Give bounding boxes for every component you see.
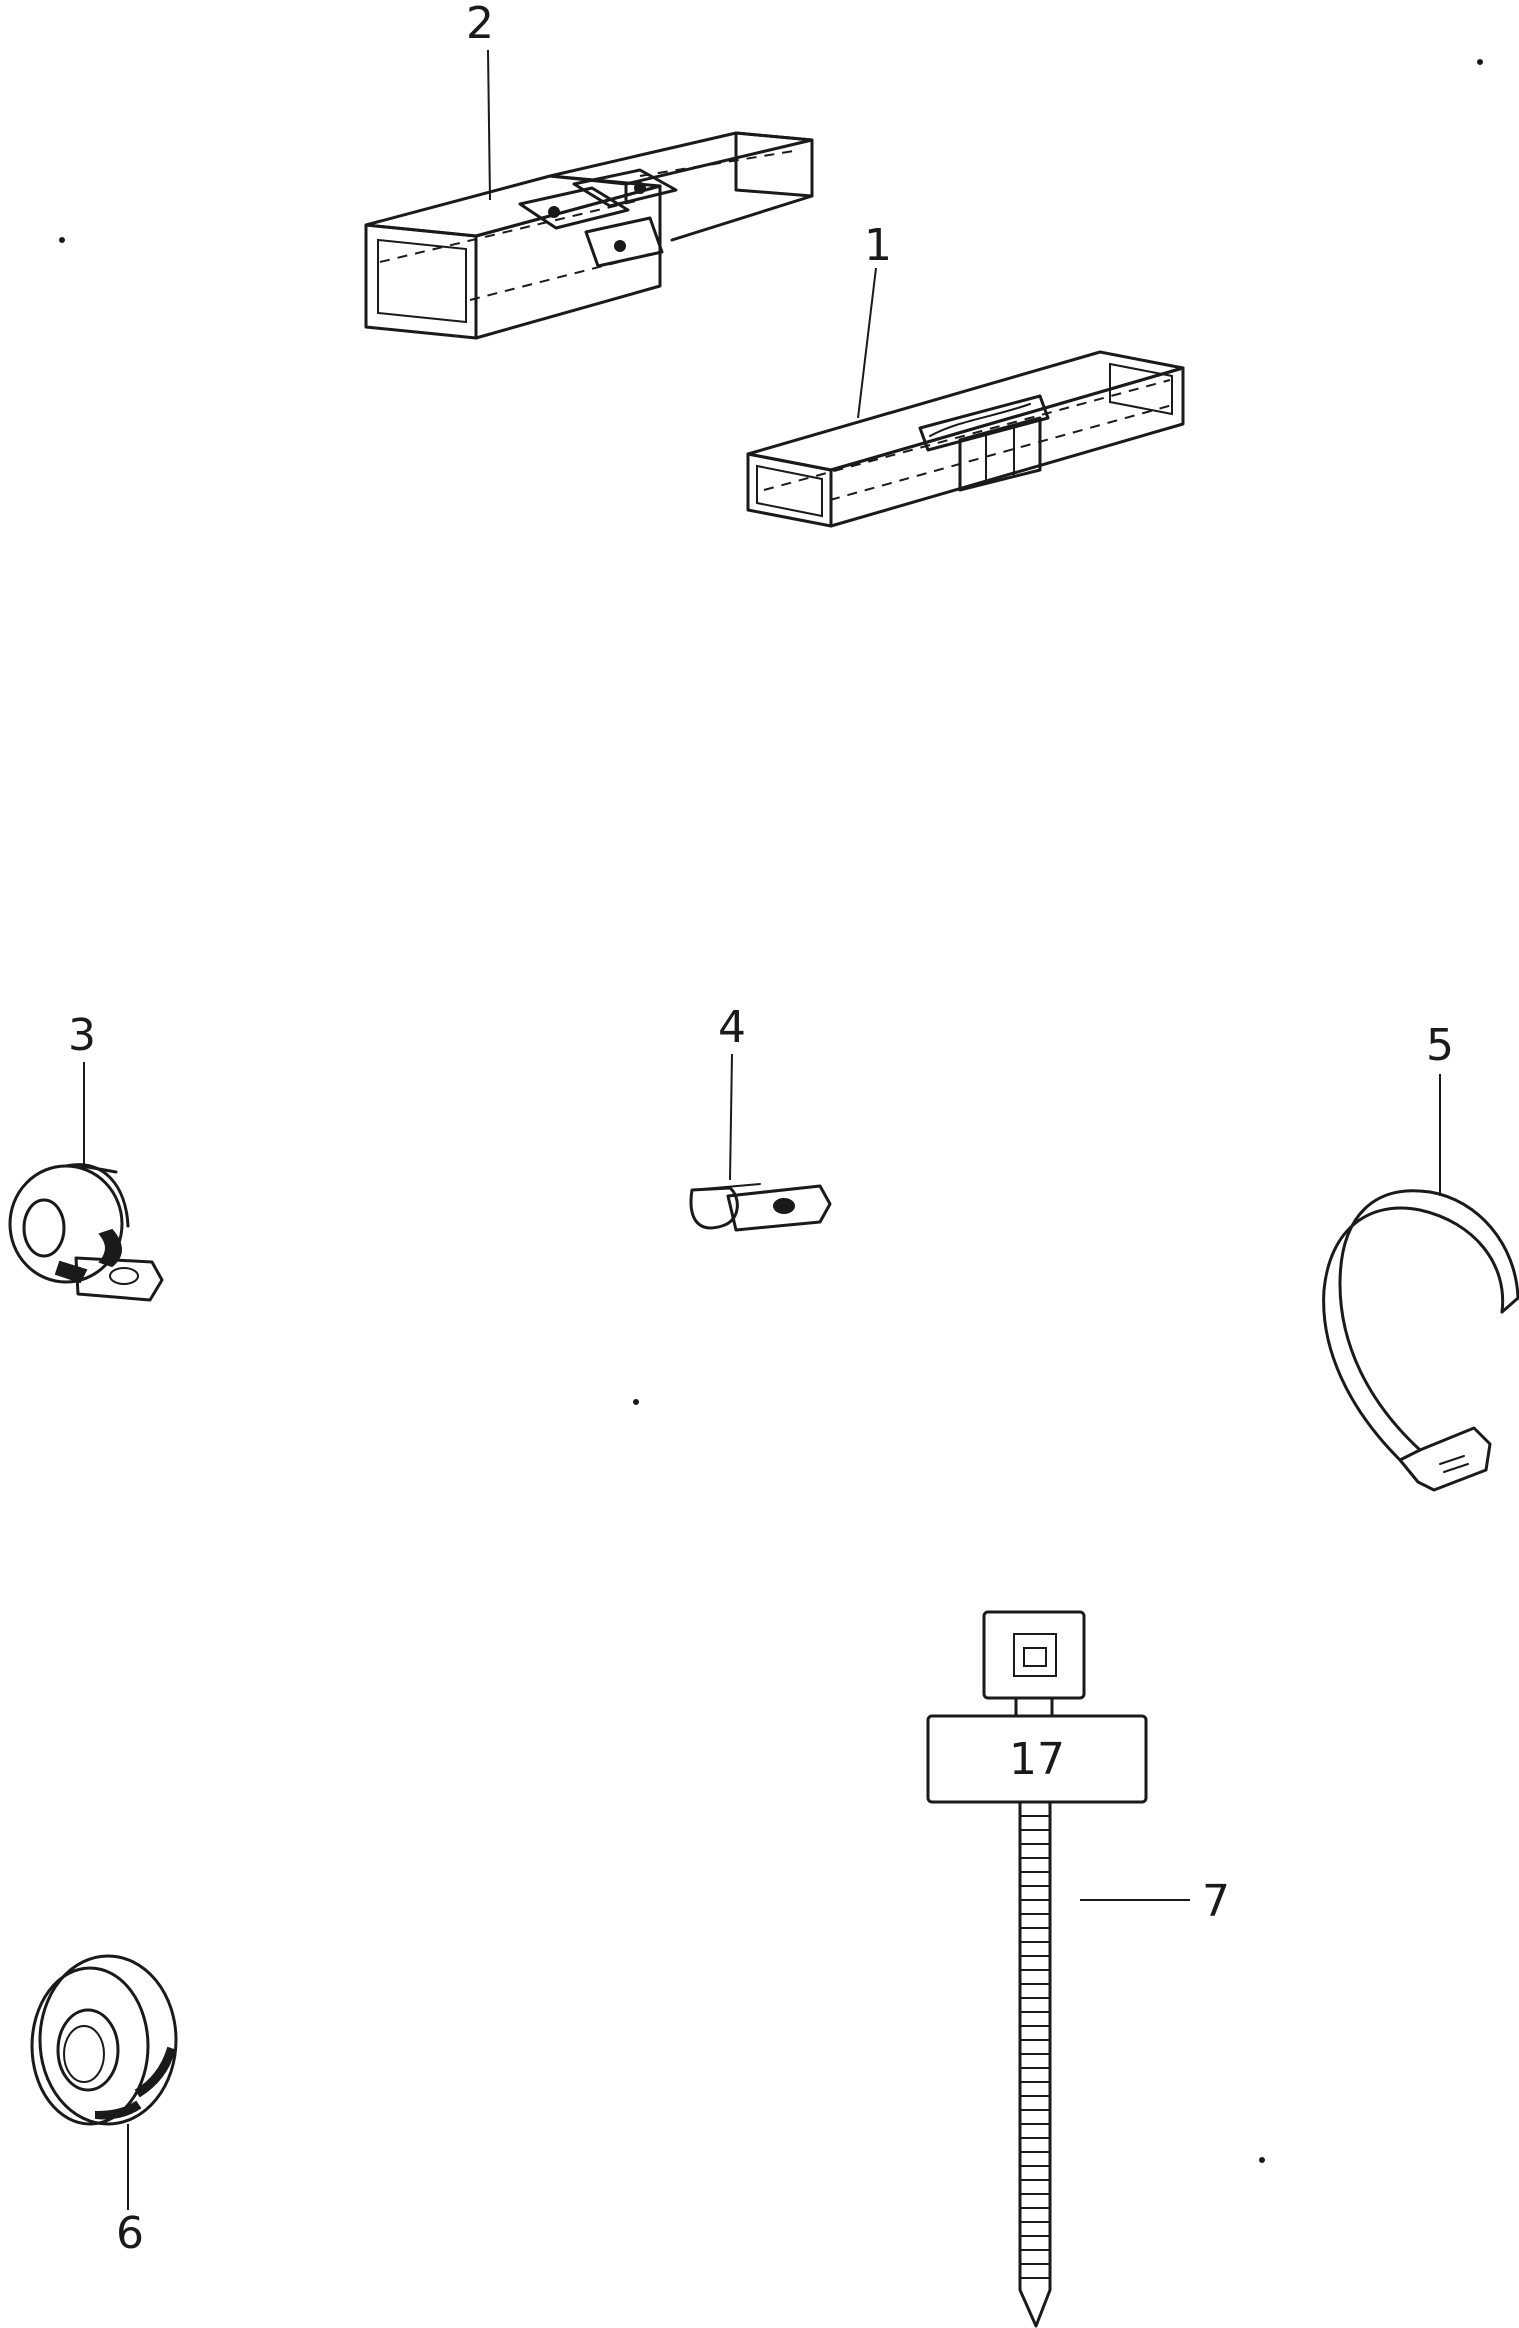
part-1-connector-sleeve <box>746 350 1185 528</box>
callout-part-2: 2 <box>466 0 494 201</box>
callout-part-3: 3 <box>68 1010 96 1166</box>
part-5-band-clamp <box>1322 1189 1519 1492</box>
part-3-cushion-clamp <box>8 1163 164 1302</box>
callout-number-7: 7 <box>1202 1876 1230 1927</box>
leader-line-4 <box>729 1053 733 1181</box>
callout-number-5: 5 <box>1426 1020 1454 1071</box>
leader-line-2 <box>487 49 491 201</box>
callout-number-3: 3 <box>68 1010 96 1061</box>
part-4-p-clip <box>689 1183 832 1232</box>
callout-number-2: 2 <box>466 0 494 49</box>
callout-part-6: 6 <box>116 2124 144 2259</box>
callout-part-7: 7 <box>1080 1876 1230 1927</box>
callout-number-1: 1 <box>864 220 892 271</box>
callout-number-4: 4 <box>718 1002 746 1053</box>
scan-specks <box>59 59 1483 2163</box>
tie-tag-label: 17 <box>1009 1734 1065 1785</box>
part-7-cable-tie: 17 <box>926 1610 1148 2328</box>
callout-part-4: 4 <box>718 1002 746 1181</box>
strap-serrations <box>1019 1815 1051 2279</box>
part-2-connector-housing <box>364 131 814 340</box>
callout-part-5: 5 <box>1426 1020 1454 1196</box>
leader-line-1 <box>857 267 877 419</box>
callout-part-1: 1 <box>857 220 892 419</box>
part-6-grommet <box>30 1954 178 2126</box>
callout-number-6: 6 <box>116 2208 144 2259</box>
